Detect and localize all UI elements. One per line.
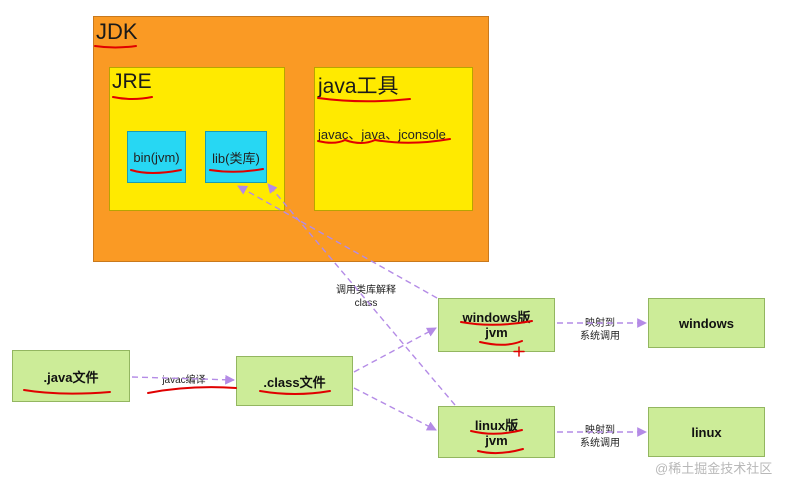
underline-java-tools <box>317 97 411 103</box>
underline-linux-jvm <box>477 448 524 455</box>
call-lib-edge-label-line2: class <box>354 298 378 309</box>
windows-os-label: windows <box>679 315 734 331</box>
java-tools-list: javac、java、jconsole <box>318 127 446 142</box>
windows-jvm-title: windows版 <box>462 310 531 325</box>
arrow-linux-jvm-to-lib <box>267 183 456 406</box>
watermark: @稀土掘金技术社区 <box>655 461 773 476</box>
underline-compile-edge <box>147 386 237 394</box>
arrow-java-to-class <box>131 374 235 385</box>
underline-class-file <box>259 390 331 395</box>
underline-lib <box>209 168 264 173</box>
map-windows-label-line2: 系统调用 <box>572 330 628 343</box>
java-tools-label: java工具 <box>318 75 399 98</box>
lib-box: lib(类库) <box>205 131 267 183</box>
class-file-node: .class文件 <box>236 356 353 406</box>
underline-linux <box>470 429 523 435</box>
underline-windows-jvm <box>479 340 523 346</box>
linux-jvm-title: linux版 <box>474 418 519 433</box>
arrow-class-to-windows-jvm <box>353 327 437 373</box>
arrow-windows-jvm-to-lib <box>237 185 438 299</box>
plus-mark <box>513 346 525 357</box>
lib-label: lib(类库) <box>212 150 260 166</box>
jre-label: JRE <box>112 70 152 93</box>
linux-jvm-node: linux版 jvm <box>438 406 555 458</box>
underline-java-file <box>23 389 111 395</box>
bin-jvm-box: bin(jvm) <box>127 131 186 183</box>
map-linux-label-line1: 映射到 <box>572 424 628 437</box>
arrow-class-to-linux-jvm <box>353 387 437 431</box>
java-tools-panel <box>314 67 473 211</box>
jdk-label: JDK <box>96 19 138 44</box>
underline-jre <box>112 96 153 100</box>
underline-bin-jvm <box>130 169 182 174</box>
map-linux-label-line2: 系统调用 <box>572 437 628 450</box>
java-file-label: .java文件 <box>43 369 99 385</box>
windows-os-node: windows <box>648 298 765 348</box>
class-file-label: .class文件 <box>263 374 326 390</box>
underline-tool-list <box>317 138 451 144</box>
call-lib-edge-label-line1: 调用类库解释 <box>336 285 396 296</box>
linux-jvm-sub: jvm <box>485 433 508 448</box>
underline-windows <box>460 320 533 326</box>
compile-edge-label: javac编译 <box>152 374 216 387</box>
linux-os-node: linux <box>648 407 765 457</box>
windows-jvm-sub: jvm <box>485 325 508 340</box>
linux-os-label: linux <box>691 424 722 440</box>
underline-jdk <box>94 45 137 49</box>
bin-jvm-label: bin(jvm) <box>133 149 180 165</box>
